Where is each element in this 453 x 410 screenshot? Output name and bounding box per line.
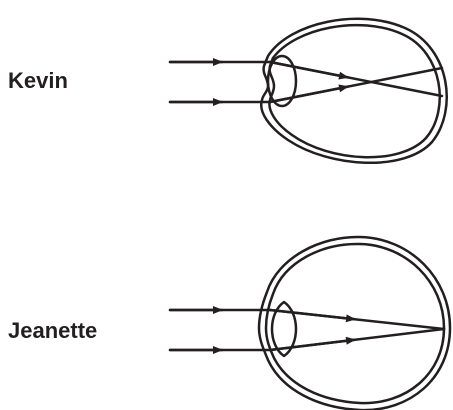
kevin-eye-diagram [170,19,447,163]
kevin-refracted-ray-top-arrow [270,62,348,77]
jeanette-eye-diagram [170,237,450,410]
kevin-refracted-ray-bottom-arrow [270,87,348,102]
jeanette-refracted-ray-bottom-arrow [270,340,355,350]
jeanette-refracted-ray-top-arrow [270,310,355,319]
jeanette-eyeball-outer [259,237,450,410]
jeanette-eyeball-inner [266,244,444,403]
